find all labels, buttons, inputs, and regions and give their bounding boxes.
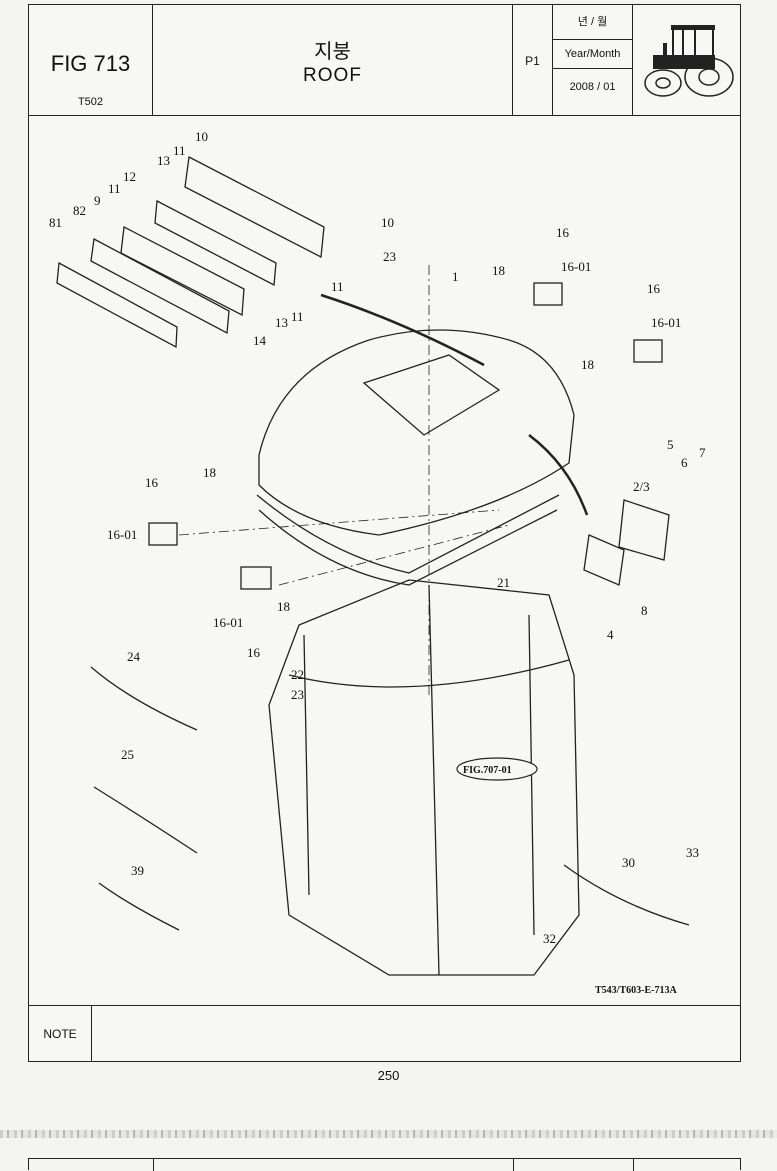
header-block: FIG 713 T502 지붕 ROOF P1 년 / 월 Year/Month… bbox=[29, 5, 740, 116]
callout-label: 16-01 bbox=[107, 527, 137, 542]
callout-label: 32 bbox=[543, 931, 556, 946]
callout-label: 14 bbox=[253, 333, 267, 348]
callout-label: 18 bbox=[581, 357, 594, 372]
callout-label: 10 bbox=[195, 129, 208, 144]
callout-label: 7 bbox=[699, 445, 706, 460]
callout-label: 1 bbox=[452, 269, 459, 284]
callout-label: 16 bbox=[647, 281, 661, 296]
date-cell: 년 / 월 Year/Month 2008 / 01 bbox=[553, 5, 633, 115]
callout-label: 23 bbox=[383, 249, 396, 264]
callout-label: 6 bbox=[681, 455, 688, 470]
callout-label: 16 bbox=[556, 225, 570, 240]
page-cell: P1 bbox=[513, 5, 553, 115]
title-english: ROOF bbox=[303, 65, 362, 86]
date-label-english: Year/Month bbox=[553, 39, 632, 69]
model-code: T502 bbox=[77, 96, 104, 108]
callout-label: 18 bbox=[203, 465, 216, 480]
callout-label: 12 bbox=[123, 169, 136, 184]
tractor-icon bbox=[644, 25, 734, 97]
callout-label: 16-01 bbox=[651, 315, 681, 330]
callout-label: 11 bbox=[108, 181, 121, 196]
callout-label: 16-01 bbox=[213, 615, 243, 630]
drawing-code: T543/T603-E-713A bbox=[595, 985, 677, 996]
callout-label: 11 bbox=[291, 309, 304, 324]
callout-label: 16-01 bbox=[561, 259, 591, 274]
fig-number: FIG 713 bbox=[50, 51, 131, 76]
callout-label: 21 bbox=[497, 575, 510, 590]
next-page-edge bbox=[28, 1158, 741, 1171]
parts-sheet: FIG 713 T502 지붕 ROOF P1 년 / 월 Year/Month… bbox=[28, 4, 741, 1062]
scan-strip bbox=[0, 1130, 777, 1138]
callout-label: 9 bbox=[94, 193, 101, 208]
exploded-diagram: 10 13 11 12 11 9 82 81 11 14 13 11 10 23… bbox=[29, 115, 740, 1005]
callout-label: 81 bbox=[49, 215, 62, 230]
callout-labels: 10 13 11 12 11 9 82 81 11 14 13 11 10 23… bbox=[49, 129, 706, 946]
callout-label: 18 bbox=[492, 263, 505, 278]
callout-label: 18 bbox=[277, 599, 290, 614]
callout-label: 23 bbox=[291, 687, 304, 702]
callout-label: 22 bbox=[291, 667, 304, 682]
note-label: NOTE bbox=[29, 1006, 92, 1062]
callout-label: 10 bbox=[381, 215, 394, 230]
callout-label: 11 bbox=[331, 279, 344, 294]
callout-label: 30 bbox=[622, 855, 635, 870]
callout-label: 16 bbox=[247, 645, 261, 660]
reference-callout: FIG.707-01 bbox=[463, 765, 512, 776]
date-label-korean: 년 / 월 bbox=[577, 16, 608, 28]
callout-label: 16 bbox=[145, 475, 159, 490]
title-korean: 지붕 bbox=[314, 41, 351, 63]
callout-label: 8 bbox=[641, 603, 648, 618]
callout-label: 13 bbox=[275, 315, 288, 330]
callout-label: 2/3 bbox=[633, 479, 650, 494]
callout-label: 5 bbox=[667, 437, 674, 452]
callout-label: 33 bbox=[686, 845, 699, 860]
page-number: 250 bbox=[377, 1068, 400, 1083]
callout-label: 4 bbox=[607, 627, 614, 642]
reference-callout-oval bbox=[456, 757, 538, 781]
callout-label: 11 bbox=[173, 143, 186, 158]
fig-cell: FIG 713 T502 bbox=[29, 5, 153, 115]
page-label: P1 bbox=[525, 54, 540, 68]
callout-label: 13 bbox=[157, 153, 170, 168]
callout-label: 24 bbox=[127, 649, 141, 664]
callout-label: 25 bbox=[121, 747, 134, 762]
diagram-svg: 10 13 11 12 11 9 82 81 11 14 13 11 10 23… bbox=[49, 129, 706, 996]
tractor-cell bbox=[633, 5, 742, 115]
callout-label: 39 bbox=[131, 863, 144, 878]
date-value: 2008 / 01 bbox=[569, 81, 616, 93]
title-cell: 지붕 ROOF bbox=[153, 5, 513, 115]
callout-label: 82 bbox=[73, 203, 86, 218]
note-row: NOTE bbox=[29, 1005, 740, 1062]
